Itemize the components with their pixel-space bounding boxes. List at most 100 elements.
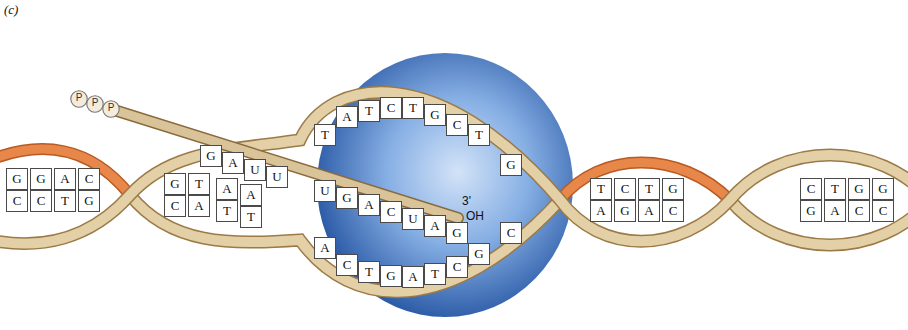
base-box: G (164, 173, 186, 195)
base-letter: T (315, 125, 335, 145)
base-box: C (78, 168, 100, 190)
base-box: A (336, 106, 358, 128)
base-letter: T (241, 207, 261, 227)
base-box: G (662, 178, 684, 200)
base-box: T (590, 178, 612, 200)
base-letter: G (873, 179, 893, 199)
base-box: T (216, 200, 238, 222)
base-letter: T (403, 98, 423, 118)
base-letter: C (849, 201, 869, 221)
base-box: G (468, 243, 490, 265)
base-box: T (188, 173, 210, 195)
base-box: G (500, 154, 522, 176)
base-letter: C (165, 196, 185, 216)
base-letter: A (55, 169, 75, 189)
end-label: OH (466, 209, 484, 223)
base-box: A (54, 168, 76, 190)
base-box: C (662, 200, 684, 222)
base-box: T (314, 124, 336, 146)
base-box: C (446, 256, 468, 278)
base-box: G (30, 168, 52, 190)
base-box: G (848, 178, 870, 200)
base-letter: G (337, 188, 357, 208)
base-box: C (848, 200, 870, 222)
base-box: G (6, 168, 28, 190)
base-letter: G (201, 146, 221, 166)
base-letter: G (425, 105, 445, 125)
base-box: C (380, 201, 402, 223)
phosphate-label: P (100, 100, 122, 116)
base-letter: C (801, 179, 821, 199)
base-box: A (240, 184, 262, 206)
base-letter: G (165, 174, 185, 194)
base-letter: T (55, 191, 75, 211)
base-letter: A (359, 195, 379, 215)
base-letter: G (447, 223, 467, 243)
base-letter: C (79, 169, 99, 189)
base-letter: T (425, 264, 445, 284)
base-letter: A (337, 107, 357, 127)
base-letter: C (31, 191, 51, 211)
base-box: C (500, 222, 522, 244)
end-label: 3' (462, 194, 471, 208)
base-letter: A (403, 267, 423, 287)
base-letter: C (615, 179, 635, 199)
base-box: G (336, 187, 358, 209)
base-box: C (872, 200, 894, 222)
base-letter: U (245, 160, 265, 180)
base-letter: T (469, 125, 489, 145)
base-box: G (424, 104, 446, 126)
base-letter: A (639, 201, 659, 221)
base-box: G (78, 190, 100, 212)
base-box: T (424, 263, 446, 285)
base-letter: A (591, 201, 611, 221)
base-letter: G (381, 266, 401, 286)
base-letter: T (217, 201, 237, 221)
base-box: T (54, 190, 76, 212)
base-box: T (468, 124, 490, 146)
base-letter: C (381, 202, 401, 222)
base-box: C (30, 190, 52, 212)
base-box: A (314, 237, 336, 259)
base-box: C (6, 190, 28, 212)
base-letter: G (801, 201, 821, 221)
base-box: G (446, 222, 468, 244)
base-box: T (638, 178, 660, 200)
base-box: T (824, 178, 846, 200)
base-box: A (222, 152, 244, 174)
base-letter: G (501, 155, 521, 175)
base-letter: U (267, 167, 287, 187)
base-box: U (402, 208, 424, 230)
base-box: C (800, 178, 822, 200)
base-letter: U (403, 209, 423, 229)
coding-strand (0, 92, 908, 243)
base-box: C (446, 114, 468, 136)
base-box: T (240, 206, 262, 228)
rna-strand (114, 110, 458, 218)
base-letter: G (31, 169, 51, 189)
base-box: U (266, 166, 288, 188)
base-box: A (824, 200, 846, 222)
base-box: G (200, 145, 222, 167)
phosphate-circle: P (100, 100, 122, 118)
base-letter: G (469, 244, 489, 264)
base-letter: T (189, 174, 209, 194)
template-strand (130, 195, 908, 292)
base-box: C (336, 254, 358, 276)
base-box: T (358, 261, 380, 283)
base-letter: C (663, 201, 683, 221)
base-letter: C (501, 223, 521, 243)
base-box: C (380, 97, 402, 119)
base-box: G (380, 265, 402, 287)
base-letter: A (241, 185, 261, 205)
base-box: A (402, 266, 424, 288)
base-box: G (800, 200, 822, 222)
base-letter: A (189, 196, 209, 216)
base-box: A (590, 200, 612, 222)
base-letter: A (315, 238, 335, 258)
base-letter: C (7, 191, 27, 211)
base-letter: G (849, 179, 869, 199)
base-box: A (358, 194, 380, 216)
base-box: U (314, 180, 336, 202)
